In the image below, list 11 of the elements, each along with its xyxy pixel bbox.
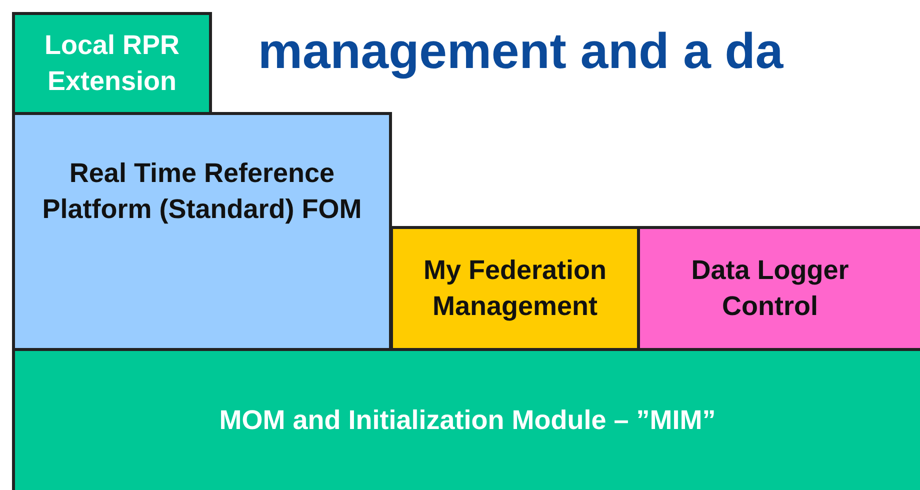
block-label: Data Logger Control <box>690 254 850 322</box>
module-box <box>12 348 920 490</box>
block-label: Real Time Reference Platform (Standard) FOM <box>41 157 363 226</box>
heading-text: management and a da <box>258 22 784 80</box>
management-box <box>390 226 640 351</box>
extension-box <box>12 12 212 115</box>
block-label: Local RPR Extension <box>43 29 181 98</box>
fom-box <box>12 112 392 351</box>
block-label: MOM and Initialization Module – ”MIM” <box>219 404 716 437</box>
logger-box <box>637 226 920 351</box>
block-label: My Federation Management <box>422 254 608 323</box>
